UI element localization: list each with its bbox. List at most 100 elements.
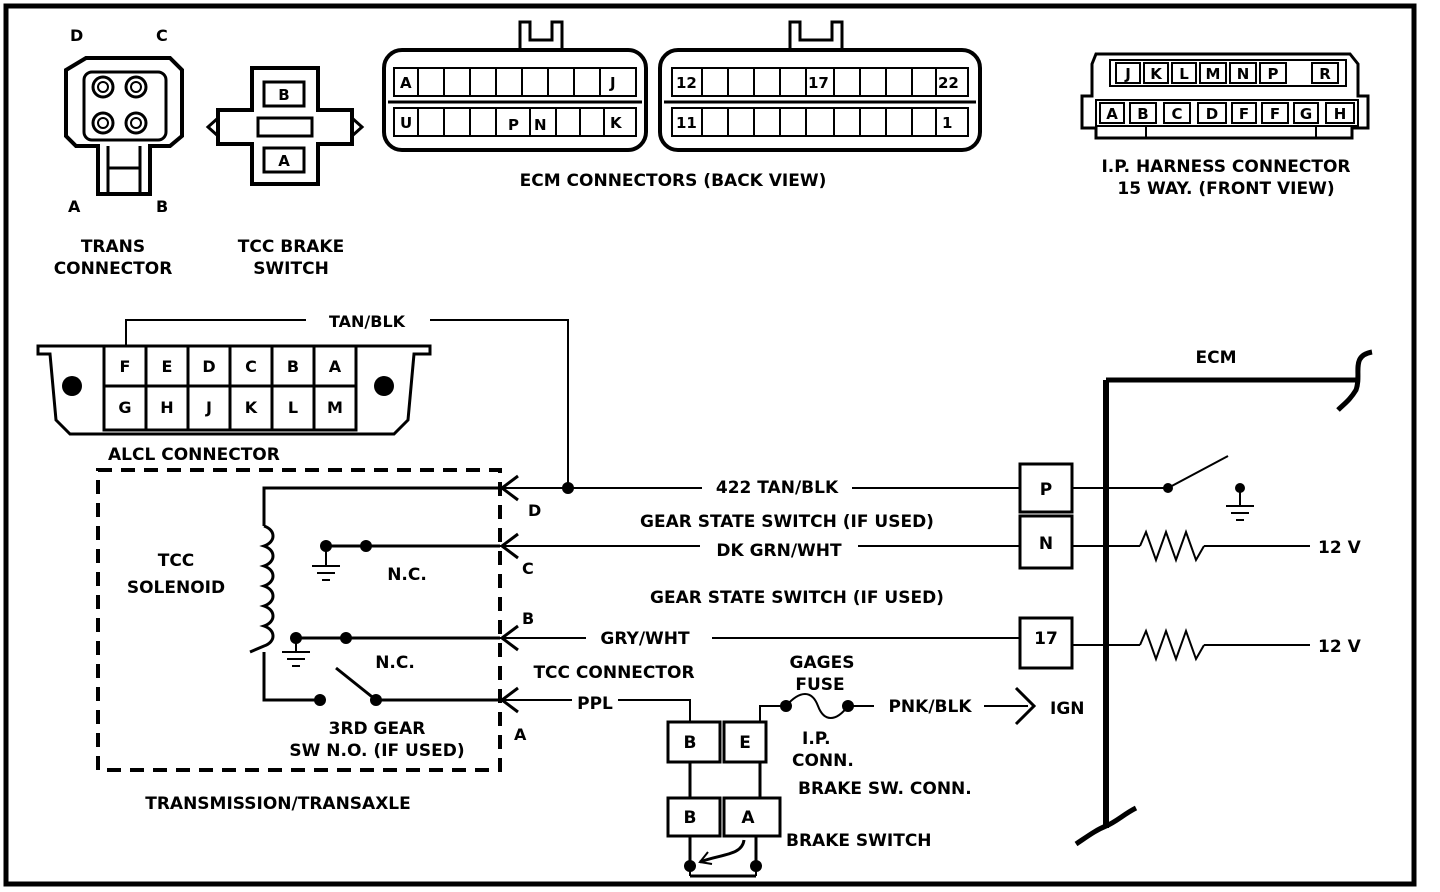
ip-pin-r: R: [1319, 65, 1331, 83]
conn-a-lower: A: [741, 808, 755, 828]
alcl-pin-g: G: [118, 398, 131, 417]
label-ip-conn: CONN.: [792, 751, 854, 771]
pin-c: C: [522, 559, 534, 578]
label-tcc-connector: TCC CONNECTOR: [533, 663, 694, 683]
tcc-brake-pin-a: A: [278, 152, 290, 170]
ip-pin-d: D: [1206, 105, 1218, 123]
conn-e-upper-box: [722, 720, 768, 764]
alcl-pin-l: L: [288, 398, 298, 417]
label-gry: GRY/WHT: [600, 629, 690, 649]
trans-pin-b: B: [156, 197, 168, 216]
wire-tan-blk: [125, 319, 306, 346]
ip-pin-p: P: [1268, 65, 1279, 83]
ip-pin-f: F: [1239, 105, 1249, 123]
label-ign: IGN: [1050, 699, 1085, 719]
ecm-left-pin-a: A: [400, 74, 412, 92]
schematic: TAN/BLK ECM 422 TAN/BLK D P N: [96, 312, 1373, 878]
ecm-pin-n: N: [1039, 534, 1053, 554]
ip-pin-k: K: [1150, 65, 1163, 83]
volt-2: 12 V: [1318, 637, 1362, 657]
label-gages: GAGES: [790, 653, 855, 673]
label-nc-1: N.C.: [387, 565, 427, 585]
brake-switch-arm: [699, 839, 746, 864]
ground-icon-3: [282, 651, 310, 667]
tcc-brake-switch-label: TCC BRAKE: [238, 237, 344, 257]
tcc-brake-pin-b: B: [278, 86, 289, 104]
alcl-pin-h: H: [160, 398, 173, 417]
ip-pin-c: C: [1171, 105, 1182, 123]
label-tcc-solenoid: TCC: [158, 551, 195, 571]
alcl-pin-k: K: [245, 398, 258, 417]
ecm-connectors-label: ECM CONNECTORS (BACK VIEW): [520, 171, 827, 191]
ip-pin-j: J: [1124, 65, 1131, 83]
pin-d: D: [528, 501, 541, 520]
label-brake-switch: BRAKE SWITCH: [786, 831, 932, 851]
label-422: 422 TAN/BLK: [716, 478, 839, 498]
ip-harness-connector: J K L M N P R A B C D F F G H I.P. HARNE…: [1080, 52, 1370, 199]
label-third-gear: 3RD GEAR: [329, 719, 426, 739]
label-transmission: TRANSMISSION/TRANSAXLE: [145, 794, 411, 814]
label-pnk-blk: PNK/BLK: [888, 697, 972, 717]
tcc-brake-switch: B A TCC BRAKE SWITCH: [205, 66, 365, 279]
alcl-pin-e: E: [162, 357, 173, 376]
label-fuse: FUSE: [795, 675, 844, 695]
ground-icon: [1226, 505, 1254, 521]
ip-harness-label: I.P. HARNESS CONNECTOR: [1101, 157, 1350, 177]
label-dk-grn: DK GRN/WHT: [716, 541, 842, 561]
trans-pin-d: D: [70, 26, 83, 45]
ip-pin-m: M: [1206, 65, 1221, 83]
trans-connector-label-2: CONNECTOR: [54, 259, 173, 279]
ecm-pin-17-box: [1018, 616, 1074, 670]
alcl-pin-d: D: [202, 357, 215, 376]
ip-pin-h: H: [1334, 105, 1347, 123]
alcl-pin-m: M: [327, 398, 343, 417]
ecm-left-pin-j: J: [609, 74, 616, 92]
alcl-pin-f: F: [120, 357, 131, 376]
ecm-left-pin-u: U: [400, 114, 412, 132]
ecm-label: ECM: [1195, 348, 1236, 368]
ecm-right-pin-1: 1: [942, 114, 952, 132]
trans-pin-c: C: [156, 26, 168, 45]
label-gear-switch-1: GEAR STATE SWITCH (IF USED): [640, 512, 934, 532]
ecm-pin-17: 17: [1034, 629, 1058, 649]
ecm-switch: [1167, 455, 1229, 489]
ecm-right-pin-17: 17: [808, 74, 829, 92]
label-ppl: PPL: [577, 694, 613, 714]
ground-icon-2: [312, 565, 340, 581]
label-tan-blk: TAN/BLK: [329, 312, 406, 331]
alcl-pin-a: A: [329, 357, 342, 376]
ign-arrow-icon: [1014, 686, 1037, 726]
ecm-left-pin-k: K: [610, 114, 623, 132]
pin-b: B: [522, 609, 534, 628]
gages-fuse: [785, 693, 849, 719]
resistor-17: [1139, 628, 1205, 662]
trans-connector-label: TRANS: [81, 237, 145, 257]
conn-b-upper-box: [666, 720, 722, 764]
conn-a-lower-box: [722, 796, 782, 838]
diagram-frame: [3, 3, 1417, 887]
conn-e-upper: E: [739, 733, 751, 753]
alcl-pin-b: B: [287, 357, 299, 376]
resistor-n: [1139, 529, 1205, 563]
label-ip: I.P.: [802, 729, 831, 749]
ecm-connectors: A J U P N K 12 17 22 11 1 ECM CONNECTORS…: [382, 20, 982, 191]
alcl-pin-j: J: [205, 398, 212, 417]
ip-harness-label-2: 15 WAY. (FRONT VIEW): [1117, 179, 1334, 199]
label-brake-sw-conn: BRAKE SW. CONN.: [798, 779, 972, 799]
conn-b-upper: B: [684, 733, 697, 753]
alcl-connector: F E D C B A G H J K L M ALCL CONNECTOR: [36, 344, 432, 465]
alcl-pin-c: C: [245, 357, 257, 376]
tcc-brake-switch-label-2: SWITCH: [253, 259, 329, 279]
pin-a: A: [514, 725, 527, 744]
transmission-box: [96, 468, 502, 772]
ecm-left-pin-p: P: [508, 116, 519, 134]
trans-connector: D C A B TRANS CONNECTOR: [54, 26, 184, 279]
ecm-pin-n-box: [1018, 514, 1074, 570]
ecm-pin-p: P: [1040, 480, 1052, 500]
ecm-right-pin-22: 22: [938, 74, 959, 92]
alcl-mount-left: [62, 376, 82, 396]
ip-pin-f-2: F: [1270, 105, 1280, 123]
alcl-mount-right: [374, 376, 394, 396]
ip-pin-g: G: [1300, 105, 1312, 123]
alcl-connector-label: ALCL CONNECTOR: [108, 445, 280, 465]
